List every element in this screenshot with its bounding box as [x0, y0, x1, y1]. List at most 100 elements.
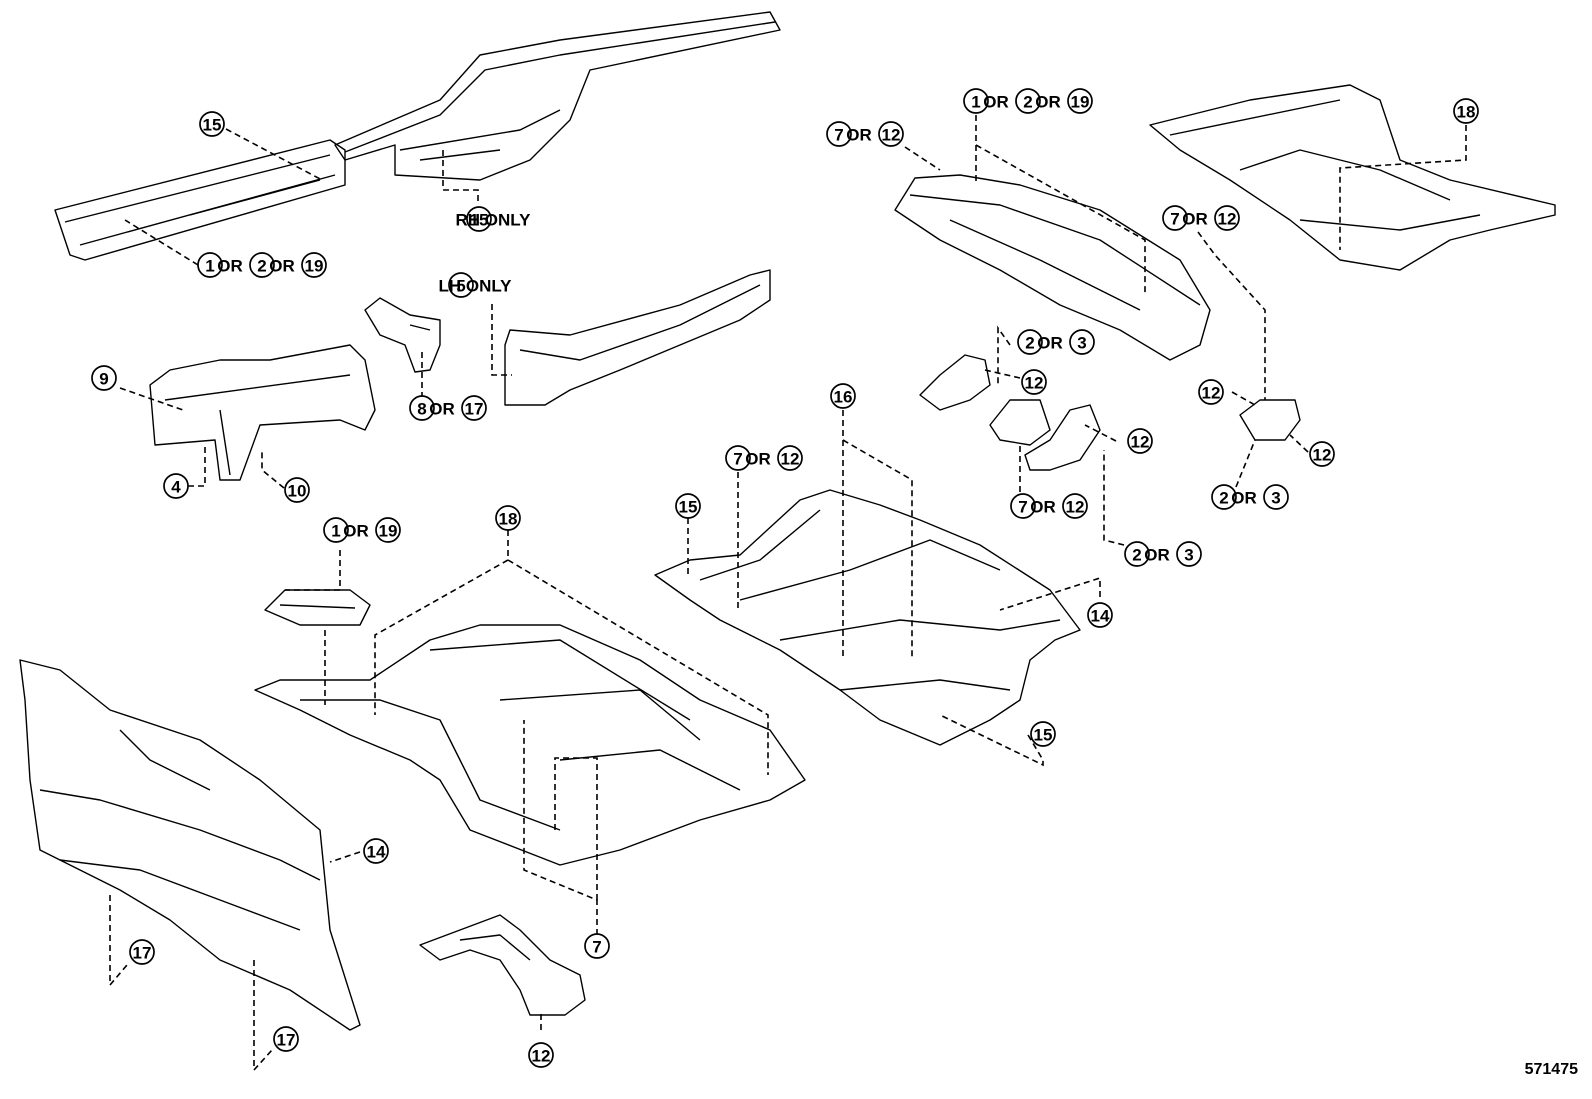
- callout-circle: [1030, 721, 1056, 747]
- callout-12: 12: [1198, 379, 1224, 405]
- callout-circle: [375, 517, 401, 543]
- part-number: 1: [971, 93, 980, 112]
- part-number: 3: [1271, 489, 1280, 508]
- rear-floor-bracket-left: [919, 354, 991, 411]
- callout-circle: [1162, 205, 1188, 231]
- callout-circle: [1069, 329, 1095, 355]
- part-number: 14: [1091, 607, 1110, 626]
- part-number: 5: [456, 277, 465, 296]
- part-number: 12: [1313, 446, 1332, 465]
- rear-floor-bracket-right: [1024, 404, 1101, 471]
- part-number: 3: [1077, 334, 1086, 353]
- front-floor-pan: [254, 624, 806, 866]
- callout-note: RH ONLY: [456, 211, 532, 230]
- or-label: OR: [745, 450, 771, 469]
- callout-note: LH ONLY: [438, 277, 512, 296]
- callout-circle: [1067, 88, 1093, 114]
- callout-14: 14: [1087, 602, 1113, 628]
- part-number: 10: [288, 482, 307, 501]
- callout-circle: [249, 252, 275, 278]
- or-label: OR: [1231, 489, 1257, 508]
- part-number: 4: [171, 478, 181, 497]
- callout-15: 15: [1030, 721, 1056, 747]
- callout-circle: [878, 121, 904, 147]
- part-number: 2: [257, 257, 266, 276]
- callout-circle: [448, 272, 474, 298]
- part-number: 19: [1071, 93, 1090, 112]
- part-number: 2: [1132, 546, 1141, 565]
- part-number: 12: [882, 126, 901, 145]
- callout-17: 17: [129, 939, 155, 965]
- callout-circle: [301, 252, 327, 278]
- callout-7: 7: [584, 933, 610, 959]
- part-number: 2: [1025, 334, 1034, 353]
- or-label: OR: [983, 93, 1009, 112]
- callout-12: 12: [528, 1042, 554, 1068]
- callout-14: 14: [363, 838, 389, 864]
- callout-circle: [129, 939, 155, 965]
- part-number: 12: [1202, 384, 1221, 403]
- center-floor-pan: [654, 489, 1081, 746]
- or-label: OR: [429, 400, 455, 419]
- callout-circle: [1015, 88, 1041, 114]
- callout-15: 15: [675, 493, 701, 519]
- part-number: 7: [1018, 498, 1027, 517]
- diagram-reference-number: 571475: [1524, 1061, 1578, 1078]
- callout-15: 15: [199, 111, 225, 137]
- part-number: 18: [499, 510, 518, 529]
- callout-circle: [197, 252, 223, 278]
- callout-circle: [1198, 379, 1224, 405]
- or-label: OR: [846, 126, 872, 145]
- callout-circle: [1010, 493, 1036, 519]
- callout-circle: [273, 1026, 299, 1052]
- front-floor-reinforcement: [419, 914, 586, 1016]
- part-number: 3: [1184, 546, 1193, 565]
- callout-circle: [91, 365, 117, 391]
- part-number: 12: [1025, 374, 1044, 393]
- callout-circle: [528, 1042, 554, 1068]
- callout-circle: [363, 838, 389, 864]
- part-number: 1: [331, 522, 340, 541]
- part-number: 15: [679, 498, 698, 517]
- part-number: 15: [1034, 726, 1053, 745]
- callout-circle: [1214, 205, 1240, 231]
- callout-circle: [584, 933, 610, 959]
- floor-gusset: [989, 399, 1051, 446]
- callout-circle: [466, 206, 492, 232]
- dash-panel: [19, 659, 361, 1031]
- callout-12: 12: [1021, 369, 1047, 395]
- callout-4: 4: [163, 473, 189, 499]
- callout-circle: [1127, 428, 1153, 454]
- dash-side-member-assembly: [149, 344, 376, 481]
- part-number: 16: [834, 388, 853, 407]
- callout-circle: [777, 445, 803, 471]
- part-number: 12: [1066, 498, 1085, 517]
- callout-circle: [830, 383, 856, 409]
- callout-9: 9: [91, 365, 117, 391]
- part-number: 7: [834, 126, 843, 145]
- callout-circle: [1124, 541, 1150, 567]
- rear-suspension-bracket: [1239, 399, 1301, 441]
- part-number: 2: [1023, 93, 1032, 112]
- part-number: 9: [99, 370, 108, 389]
- part-number: 7: [592, 938, 601, 957]
- part-number: 18: [1457, 103, 1476, 122]
- callout-circle: [675, 493, 701, 519]
- or-label: OR: [1037, 334, 1063, 353]
- callout-18: 18: [1453, 98, 1479, 124]
- part-number: 12: [1131, 433, 1150, 452]
- callout-16: 16: [830, 383, 856, 409]
- callout-17: 17: [273, 1026, 299, 1052]
- rear-floor-side-member-rail: [54, 139, 346, 261]
- rear-floor-cross-member: [894, 174, 1211, 361]
- callout-10: 10: [284, 477, 310, 503]
